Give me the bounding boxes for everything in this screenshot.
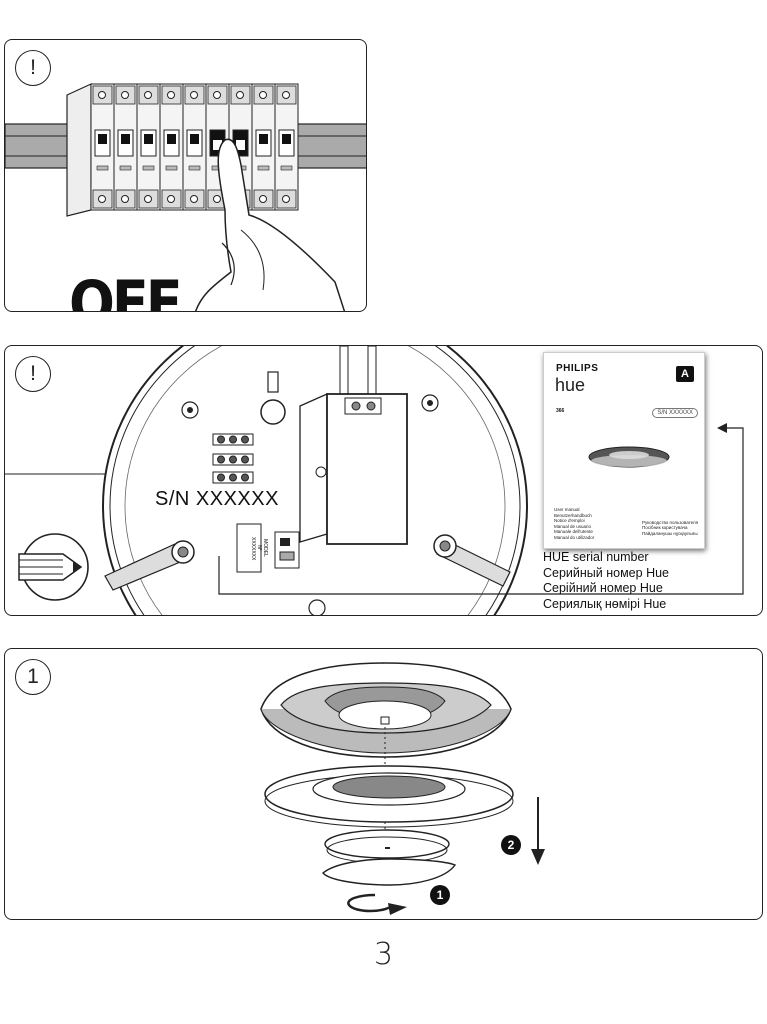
manual-serial-box: S/N XXXXXX (652, 408, 698, 418)
warning-badge: ! (15, 50, 51, 86)
page-number: 3 (373, 937, 394, 972)
lamp-exploded-illustration (260, 662, 545, 915)
breaker-illustration (5, 83, 366, 311)
hue-logo: hue (555, 375, 586, 395)
panel-power-off: ! OFF (4, 39, 367, 312)
step-1-marker: 1 (430, 885, 450, 905)
philips-logo: PHILIPS (556, 363, 599, 374)
lamp-image (588, 446, 670, 468)
warning-badge: ! (15, 356, 51, 392)
energy-label: A (676, 366, 694, 382)
serial-number-label: S/N XXXXXX (155, 488, 279, 510)
model-label: MODEL N° XXXXXXX (250, 537, 268, 561)
pencil-icon (18, 553, 83, 581)
serial-text-kk: Сериялық нөмірі Hue (543, 596, 667, 611)
manual-titles-2: Руководство пользователя Посібник корист… (642, 519, 699, 536)
off-label: OFF (69, 268, 183, 312)
user-manual-booklet: PHILIPS hue A 366 S/N XXXXXX User manual… (543, 352, 705, 549)
product-code: 366 (556, 408, 565, 414)
lamp-base-illustration (5, 346, 744, 615)
step-badge: 1 (15, 659, 51, 695)
manual-titles: User manual Benutzerhandbuch Notice d'em… (554, 507, 595, 540)
serial-text-ru: Серийный номер Hue (543, 565, 669, 580)
serial-text-uk: Серійний номер Hue (543, 581, 663, 595)
step-2-marker: 2 (501, 835, 521, 855)
serial-text-en: HUE serial number (543, 550, 649, 564)
serial-number-text-list: HUE serial number Серийный номер Hue Сер… (543, 550, 669, 612)
panel-remove-cover: 1 2 1 (4, 648, 763, 920)
